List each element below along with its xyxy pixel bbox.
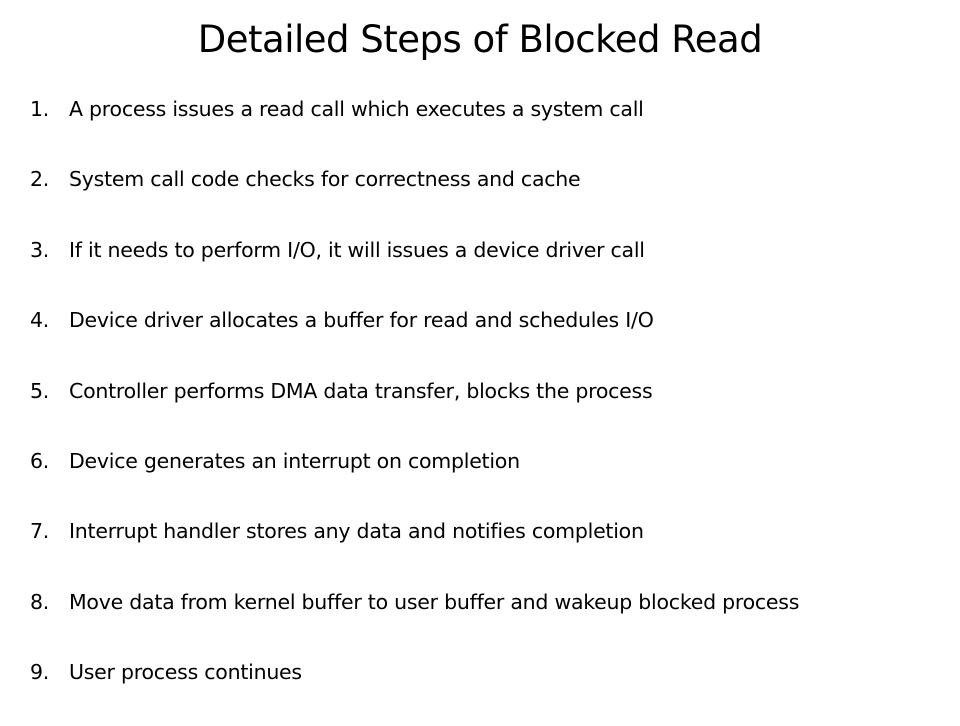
step-text: Move data from kernel buffer to user buf… <box>69 589 800 614</box>
step-text: Interrupt handler stores any data and no… <box>69 519 644 544</box>
step-number: 7. <box>30 519 50 544</box>
step-number: 4. <box>30 308 50 333</box>
step-text: If it needs to perform I/O, it will issu… <box>69 237 645 262</box>
step-text: User process continues <box>69 660 302 685</box>
step-item-5: 5. Controller performs DMA data transfer… <box>30 374 950 444</box>
step-item-8: 8. Move data from kernel buffer to user … <box>30 585 950 655</box>
step-item-7: 7. Interrupt handler stores any data and… <box>30 514 950 584</box>
step-text: Device driver allocates a buffer for rea… <box>69 308 654 333</box>
step-text: Controller performs DMA data transfer, b… <box>69 378 653 403</box>
step-number: 5. <box>30 378 50 403</box>
step-item-6: 6. Device generates an interrupt on comp… <box>30 444 950 514</box>
step-text: System call code checks for correctness … <box>69 167 581 192</box>
step-number: 8. <box>30 589 50 614</box>
step-number: 9. <box>30 660 50 685</box>
step-item-9: 9. User process continues <box>30 655 950 725</box>
step-number: 3. <box>30 237 50 262</box>
step-text: A process issues a read call which execu… <box>69 97 644 121</box>
step-item-1: 1. A process issues a read call which ex… <box>30 92 950 162</box>
step-text: Device generates an interrupt on complet… <box>69 448 520 473</box>
steps-list: 1. A process issues a read call which ex… <box>30 92 950 726</box>
step-number: 6. <box>30 448 50 473</box>
step-item-3: 3. If it needs to perform I/O, it will i… <box>30 233 950 303</box>
slide-title: Detailed Steps of Blocked Read <box>197 18 763 61</box>
step-item-4: 4. Device driver allocates a buffer for … <box>30 303 950 373</box>
step-number: 1. <box>30 97 50 121</box>
step-item-2: 2. System call code checks for correctne… <box>30 162 950 232</box>
step-number: 2. <box>30 167 50 192</box>
